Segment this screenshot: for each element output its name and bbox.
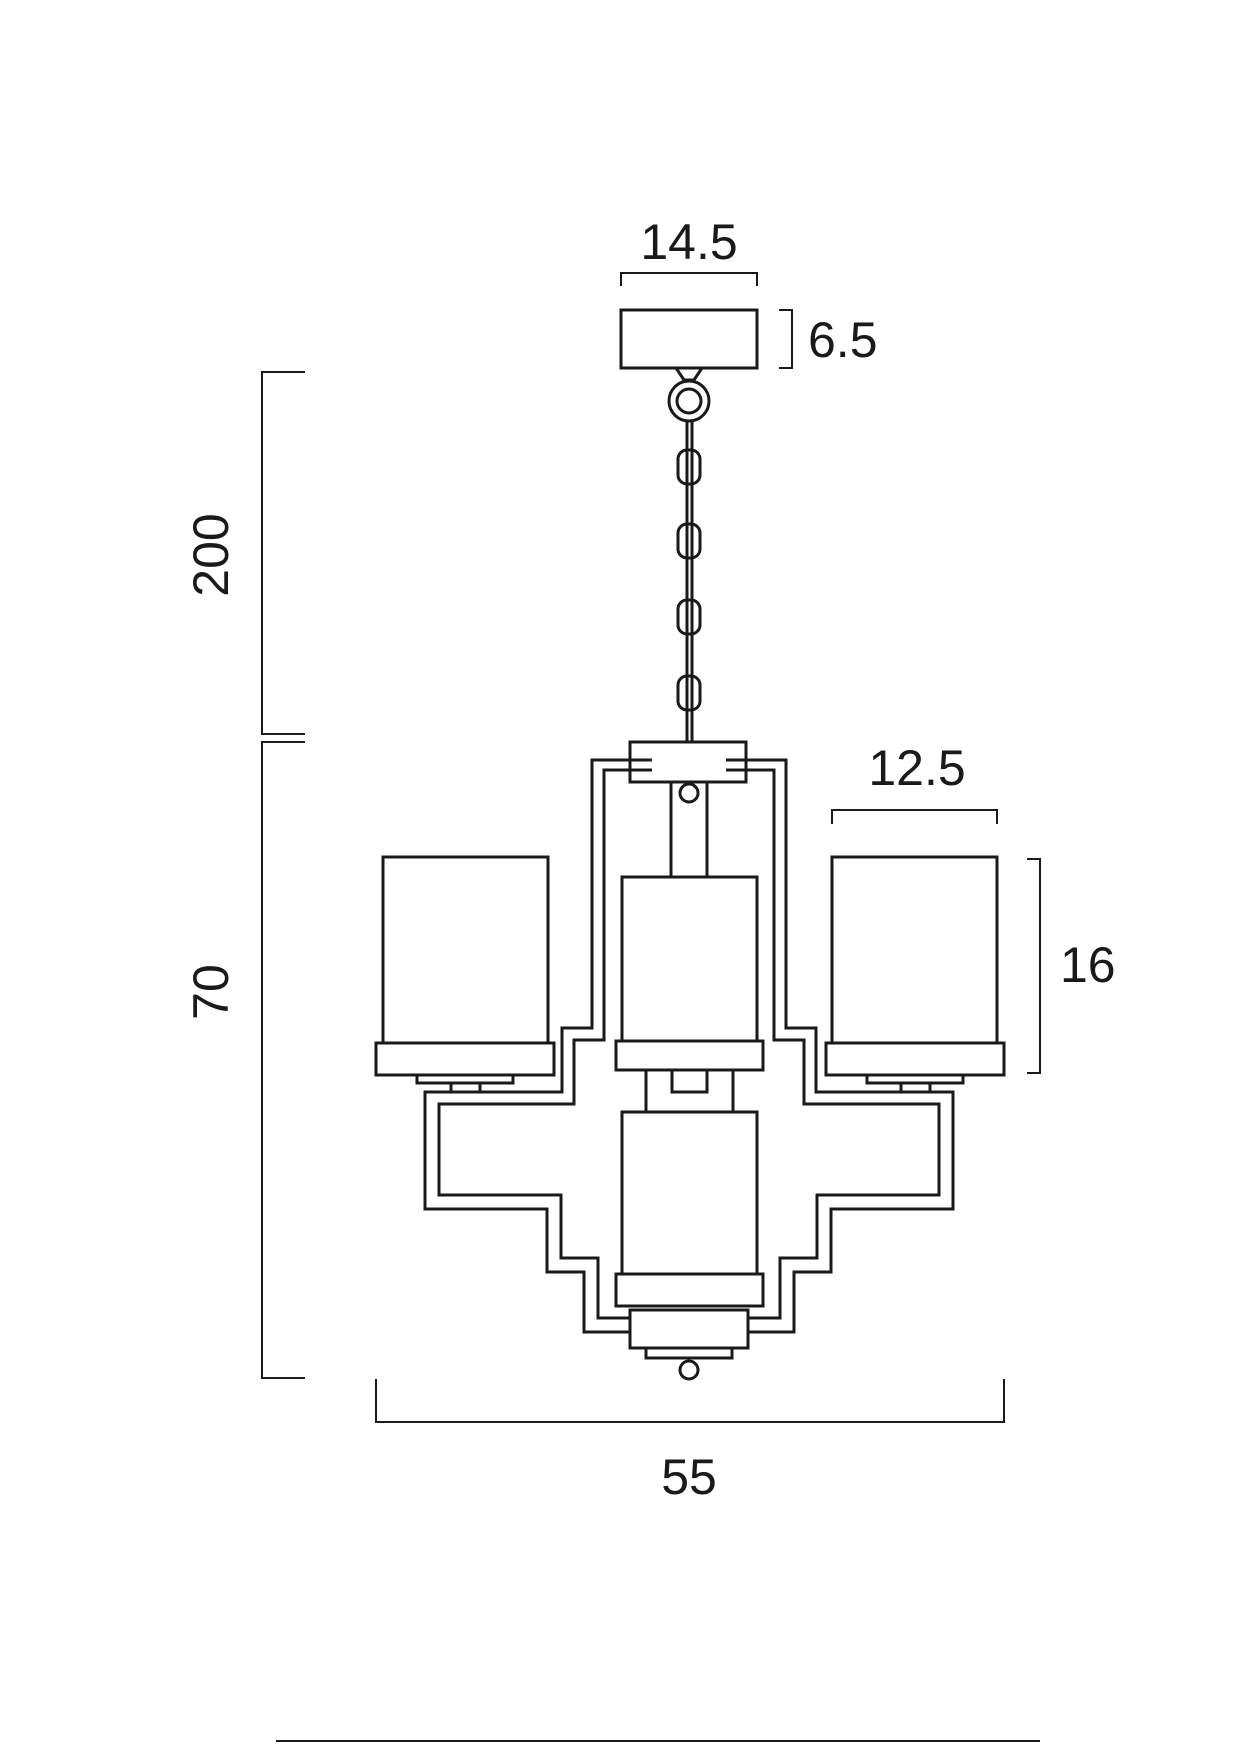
canopy-height-dimension: 6.5 bbox=[779, 309, 878, 369]
frame bbox=[423, 758, 955, 1334]
chain bbox=[667, 379, 711, 742]
center-lower-shade bbox=[614, 1110, 765, 1308]
center-upper-shade bbox=[614, 875, 765, 1114]
chain-length-label: 200 bbox=[183, 513, 239, 596]
overall-width-label: 55 bbox=[661, 1449, 717, 1505]
canopy bbox=[619, 308, 759, 382]
shade-width-dimension: 12.5 bbox=[831, 740, 998, 824]
bottom-hub bbox=[628, 1308, 750, 1381]
left-shade bbox=[374, 855, 556, 1094]
canopy-width-dimension: 14.5 bbox=[620, 214, 758, 286]
canopy-height-label: 6.5 bbox=[808, 312, 878, 368]
chain-length-dimension: 200 bbox=[183, 371, 305, 735]
overall-width-dimension: 55 bbox=[375, 1379, 1005, 1505]
shade-width-label: 12.5 bbox=[868, 740, 965, 796]
right-shade bbox=[824, 855, 1006, 1094]
top-hub bbox=[628, 740, 748, 879]
shade-height-label: 16 bbox=[1060, 937, 1116, 993]
body-height-label: 70 bbox=[183, 964, 239, 1020]
body-height-dimension: 70 bbox=[183, 741, 305, 1379]
canopy-width-label: 14.5 bbox=[640, 214, 737, 270]
shade-height-dimension: 16 bbox=[1027, 858, 1116, 1074]
